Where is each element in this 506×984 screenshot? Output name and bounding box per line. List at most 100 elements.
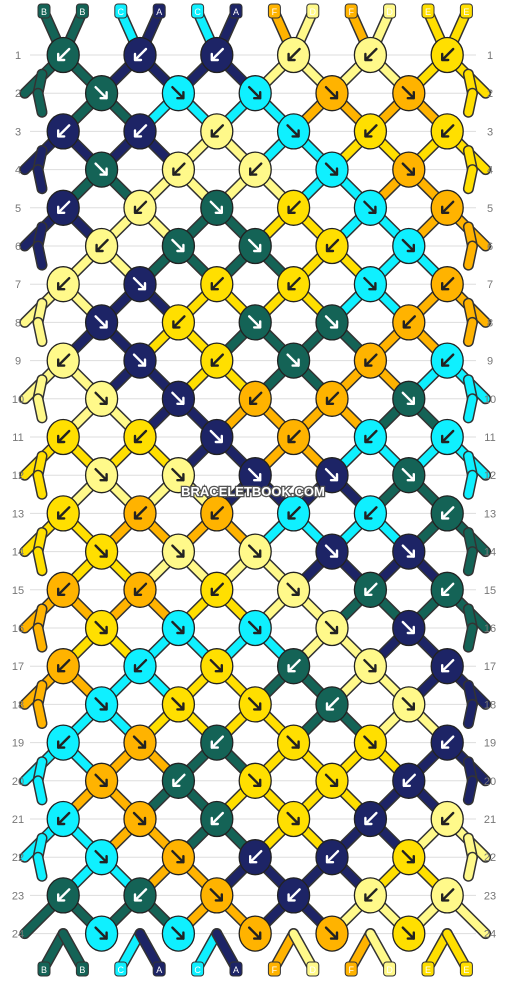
knot bbox=[123, 571, 157, 608]
knot bbox=[123, 724, 157, 761]
arrow-down-left-icon bbox=[441, 124, 455, 138]
knot bbox=[315, 762, 349, 799]
knot bbox=[315, 533, 349, 570]
arrow-down-right-icon bbox=[94, 926, 108, 940]
knot bbox=[123, 800, 157, 838]
row-number-left: 14 bbox=[12, 547, 24, 559]
arrow-down-left-icon bbox=[57, 277, 71, 291]
top-strand-tab bbox=[114, 3, 128, 19]
knot bbox=[353, 648, 388, 685]
knot bbox=[353, 495, 388, 532]
strand-segment bbox=[464, 242, 477, 270]
top-strand-tab bbox=[344, 3, 358, 19]
row-number-right: 23 bbox=[484, 890, 496, 902]
knot bbox=[161, 762, 196, 799]
arrow-down-right-icon bbox=[324, 86, 339, 100]
knot bbox=[238, 380, 272, 417]
row-number-left: 22 bbox=[12, 852, 24, 864]
arrow-down-right-icon bbox=[286, 124, 300, 138]
bottom-strand-label: E bbox=[425, 965, 431, 975]
knot bbox=[238, 304, 272, 341]
arrow-down-right-icon bbox=[401, 697, 415, 711]
knot bbox=[315, 151, 349, 188]
arrow-down-right-icon bbox=[171, 391, 185, 405]
knot bbox=[315, 75, 349, 112]
arrow-down-right-icon bbox=[94, 773, 108, 787]
bottom-strand-label: F bbox=[348, 965, 354, 975]
knot bbox=[430, 342, 464, 379]
knot bbox=[238, 533, 272, 570]
arrow-down-left-icon bbox=[441, 888, 455, 902]
row-number-left: 23 bbox=[12, 890, 24, 902]
arrow-down-right-icon bbox=[286, 735, 300, 749]
knot bbox=[200, 266, 234, 303]
knot bbox=[315, 686, 349, 723]
arrow-down-left-icon bbox=[210, 124, 224, 138]
knot bbox=[353, 36, 388, 74]
row-number-left: 13 bbox=[12, 508, 24, 520]
knot bbox=[315, 609, 349, 647]
knot bbox=[315, 915, 349, 952]
arrow-down-right-icon bbox=[209, 429, 223, 444]
arrow-down-left-icon bbox=[133, 429, 148, 444]
knot bbox=[353, 724, 388, 761]
arrow-down-left-icon bbox=[133, 582, 148, 596]
arrow-down-left-icon bbox=[57, 429, 71, 444]
knot bbox=[84, 686, 119, 723]
arrow-down-left-icon bbox=[210, 47, 224, 62]
top-strand-tab bbox=[229, 3, 243, 19]
knot bbox=[353, 189, 388, 226]
watermark-text: BRACELETBOOK.COM bbox=[181, 484, 325, 499]
knot bbox=[123, 877, 157, 914]
row-number-left: 7 bbox=[15, 279, 21, 291]
strand-segment bbox=[34, 624, 46, 652]
knot bbox=[392, 533, 426, 570]
row-number-right: 13 bbox=[484, 508, 496, 520]
arrow-down-right-icon bbox=[286, 353, 300, 367]
bottom-strand-label: A bbox=[233, 965, 239, 975]
row-number-right: 5 bbox=[487, 203, 493, 215]
top-strand-tab bbox=[421, 3, 435, 19]
knot bbox=[46, 266, 80, 303]
bottom-strand-label: C bbox=[118, 965, 125, 975]
arrow-down-right-icon bbox=[363, 735, 377, 749]
arrow-down-right-icon bbox=[324, 315, 339, 329]
arrow-down-right-icon bbox=[94, 391, 108, 405]
arrow-down-right-icon bbox=[401, 544, 415, 558]
arrow-down-right-icon bbox=[132, 277, 147, 291]
knot bbox=[353, 418, 388, 456]
knot bbox=[161, 609, 196, 647]
arrow-down-right-icon bbox=[248, 544, 262, 558]
arrow-down-right-icon bbox=[94, 162, 108, 176]
arrow-down-left-icon bbox=[172, 162, 186, 176]
knot bbox=[392, 227, 426, 265]
knot bbox=[123, 418, 157, 456]
arrow-down-left-icon bbox=[441, 659, 455, 673]
arrow-down-right-icon bbox=[94, 86, 108, 100]
knot bbox=[353, 113, 388, 150]
knot bbox=[200, 800, 234, 838]
arrow-down-right-icon bbox=[286, 582, 300, 596]
arrow-down-right-icon bbox=[171, 620, 185, 635]
row-number-right: 11 bbox=[484, 432, 495, 444]
bottom-strand-label: C bbox=[194, 965, 201, 975]
knot bbox=[315, 457, 349, 494]
arrow-down-right-icon bbox=[248, 620, 262, 635]
row-number-right: 12 bbox=[484, 470, 496, 482]
arrow-down-left-icon bbox=[57, 659, 71, 673]
bottom-strand-tab bbox=[114, 961, 128, 977]
knot bbox=[430, 266, 464, 303]
knot bbox=[276, 266, 311, 303]
row-number-left: 8 bbox=[15, 317, 21, 329]
knot bbox=[315, 839, 349, 876]
arrow-down-left-icon bbox=[364, 353, 378, 367]
knot bbox=[276, 571, 311, 608]
knot bbox=[238, 151, 272, 188]
knot bbox=[84, 839, 119, 876]
knot bbox=[353, 266, 388, 303]
arrow-down-left-icon bbox=[364, 47, 378, 62]
knot bbox=[84, 457, 119, 494]
arrow-down-right-icon bbox=[324, 926, 339, 940]
knot bbox=[276, 189, 311, 226]
knot bbox=[276, 342, 311, 379]
